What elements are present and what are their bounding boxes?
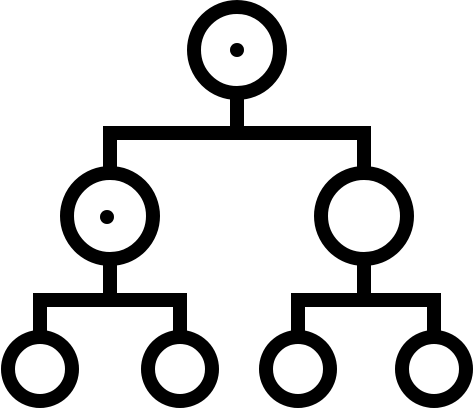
tree-connectors [33,97,441,338]
level-3-node-1 [1,330,79,408]
node-dots [100,43,244,224]
level-3-node-3 [259,330,337,408]
level-3-node-2 [141,330,219,408]
level-2-right-node [314,166,414,266]
level-3-node-4 [395,330,473,408]
level-2-left-center-dot [100,210,114,224]
root-center-dot [230,43,244,57]
